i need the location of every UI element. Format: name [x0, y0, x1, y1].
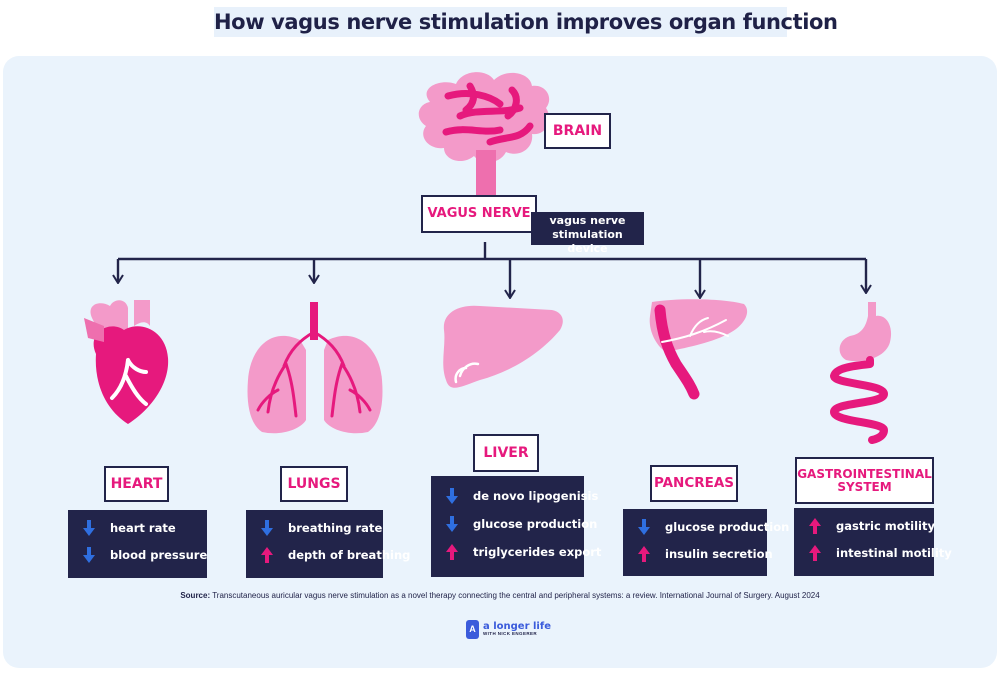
gastrointestinal-label-line: SYSTEM [837, 479, 892, 494]
liver-label-line: LIVER [483, 444, 529, 461]
up-arrow-icon [809, 518, 821, 534]
up-arrow-icon [446, 544, 458, 560]
pancreas-icon [649, 299, 748, 400]
logo-text: a longer life WITH NICK ENGERER [483, 620, 551, 637]
down-arrow-icon [83, 547, 95, 563]
effect-row: triglycerides export [445, 542, 601, 562]
lungs-label: LUNGS [280, 466, 348, 502]
logo-main-text: a longer life [483, 620, 551, 632]
effect-text: triglycerides export [473, 545, 602, 559]
heart-label: HEART [104, 466, 169, 502]
vagus-nerve-label-text: VAGUS NERVE [427, 206, 531, 222]
effect-row: depth of breathing [260, 545, 410, 565]
stimulation-device-line1: vagus nerve [549, 214, 626, 227]
down-arrow-icon [638, 519, 650, 535]
effect-row: heart rate [82, 518, 176, 538]
effect-text: blood pressure [110, 548, 208, 562]
effect-row: insulin secretion [637, 544, 773, 564]
lungs-icon [247, 302, 383, 434]
effect-row: glucose production [445, 514, 597, 534]
effect-row: gastric motility [808, 516, 935, 536]
heart-effects-box: heart rate blood pressure [68, 510, 207, 578]
gastrointestinal-label-line: GASTROINTESTINAL [797, 466, 932, 481]
down-arrow-icon [83, 520, 95, 536]
effect-text: glucose production [473, 517, 598, 531]
down-arrow-icon [261, 520, 273, 536]
logo-badge-icon: A [466, 619, 479, 639]
heart-label-line: HEART [110, 475, 163, 492]
effect-text: heart rate [110, 521, 176, 535]
down-arrow-icon [446, 488, 458, 504]
stimulation-device-line2: stimulation device [552, 228, 623, 255]
page-title: How vagus nerve stimulation improves org… [214, 7, 838, 37]
source-text: Transcutaneous auricular vagus nerve sti… [210, 591, 820, 600]
source-citation: Source: Transcutaneous auricular vagus n… [0, 591, 1000, 600]
liver-icon [443, 305, 563, 388]
effect-text: breathing rate [288, 521, 383, 535]
brain-label-text: BRAIN [552, 122, 603, 139]
pancreas-label: PANCREAS [650, 465, 738, 502]
brain-icon [418, 72, 550, 196]
heart-icon [84, 300, 169, 424]
connector-lines [118, 128, 866, 297]
pancreas-label-line: PANCREAS [653, 475, 735, 492]
up-arrow-icon [261, 547, 273, 563]
down-arrow-icon [446, 516, 458, 532]
effect-row: glucose production [637, 517, 789, 537]
effect-text: de novo lipogenisis [473, 489, 599, 503]
brain-label: BRAIN [544, 113, 611, 149]
liver-effects-box: de novo lipogenisis glucose production tri… [431, 476, 601, 577]
logo-sub-text: WITH NICK ENGERER [483, 630, 538, 636]
up-arrow-icon [638, 546, 650, 562]
effect-row: blood pressure [82, 545, 207, 565]
gastrointestinal-effects-box: gastric motility intestinal motility [794, 508, 952, 576]
effect-text: gastric motility [836, 519, 935, 533]
effect-text: intestinal motility [836, 546, 952, 560]
stimulation-device-box: vagus nerve stimulation device [531, 212, 644, 255]
effect-row: intestinal motility [808, 543, 952, 563]
effect-row: de novo lipogenisis [445, 486, 598, 506]
lungs-label-line: LUNGS [287, 475, 341, 492]
pancreas-effects-box: glucose production insulin secretion [623, 509, 789, 576]
liver-label: LIVER [473, 434, 539, 472]
gastrointestinal-icon [830, 302, 892, 444]
source-prefix: Source: [180, 591, 211, 600]
effect-text: insulin secretion [665, 547, 773, 561]
lungs-effects-box: breathing rate depth of breathing [246, 510, 410, 578]
effect-text: depth of breathing [288, 548, 411, 562]
brand-logo: A a longer life WITH NICK ENGERER [466, 618, 551, 640]
effect-text: glucose production [665, 520, 790, 534]
vagus-nerve-label: VAGUS NERVE [421, 195, 537, 233]
effect-row: breathing rate [260, 518, 382, 538]
up-arrow-icon [809, 545, 821, 561]
